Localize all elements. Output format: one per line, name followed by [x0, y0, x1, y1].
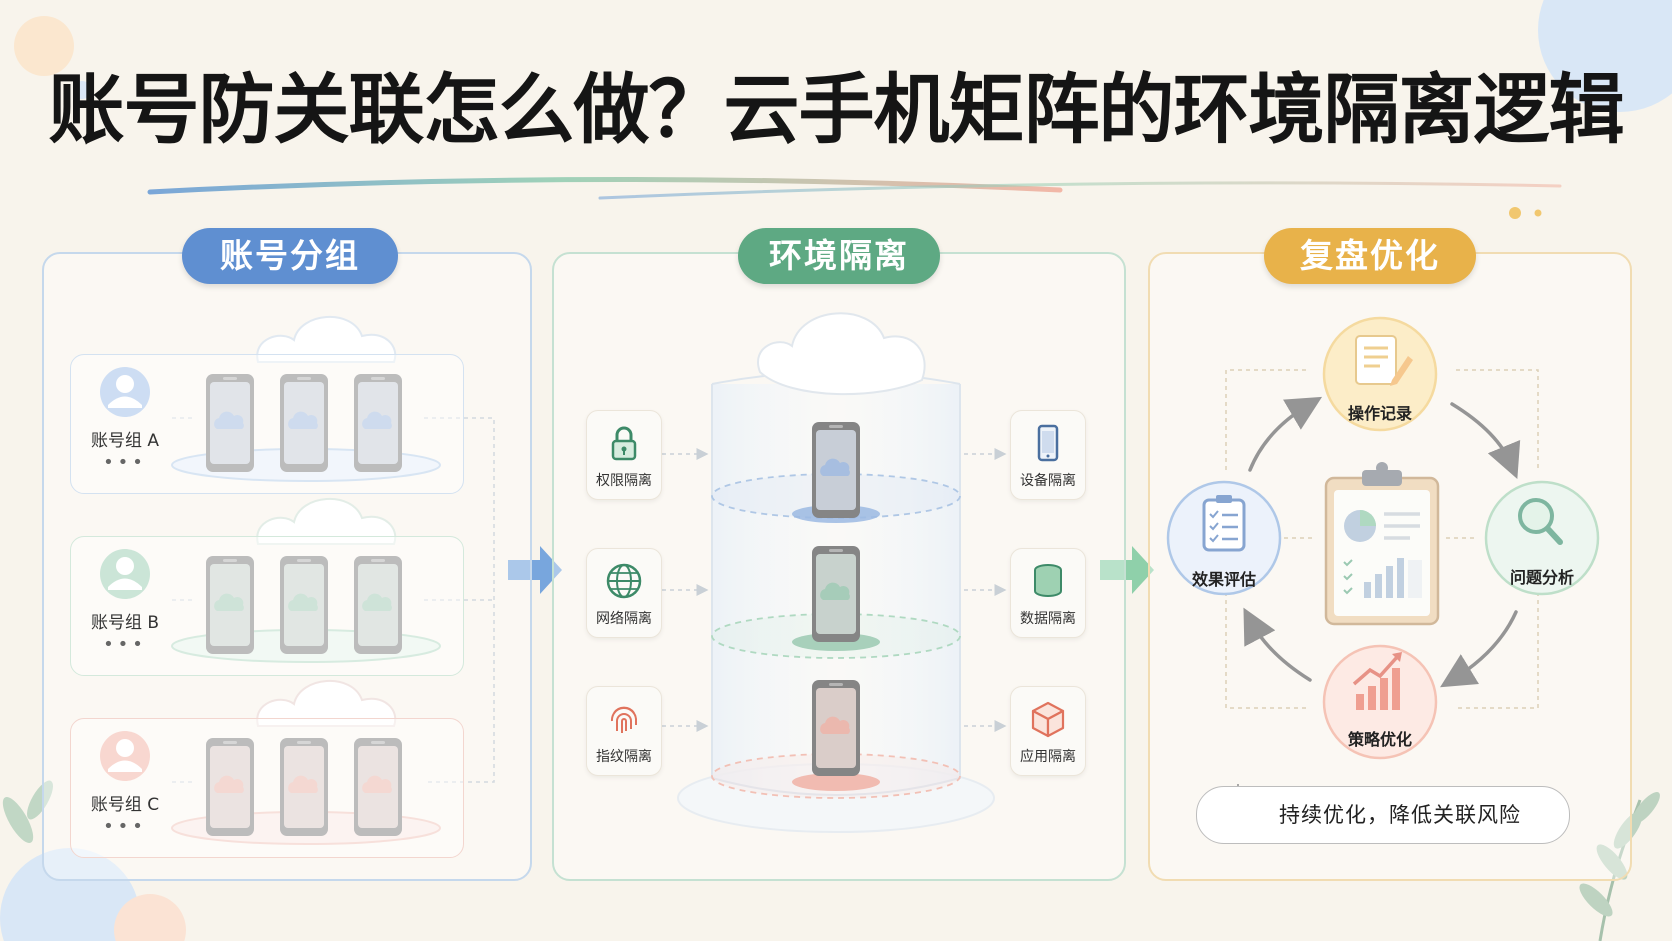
database-icon: [1034, 564, 1062, 597]
account-group-b-more: •••: [103, 634, 147, 655]
tile-permission-isolation: 权限隔离: [586, 410, 662, 500]
tile-label: 权限隔离: [596, 473, 652, 489]
cloud-icon: [214, 775, 244, 793]
tile-label: 数据隔离: [1020, 611, 1076, 627]
globe-icon: [606, 563, 642, 599]
cloud-icon: [820, 458, 850, 476]
isolated-phone-1: [812, 422, 860, 518]
cloud-icon: [362, 411, 392, 429]
cycle-label-analysis: 问题分析: [1509, 568, 1574, 587]
cycle-node-analysis: [1484, 480, 1600, 596]
cycle-dashed-frame: [1225, 369, 1539, 709]
cloud-phone-3-1: [206, 738, 254, 836]
cloud-icon: [214, 411, 244, 429]
decor-blob: [0, 848, 140, 941]
account-group-a-more: •••: [103, 452, 147, 473]
cloud-phone-1-1: [206, 374, 254, 472]
document-pen-icon: [1355, 335, 1413, 386]
isolation-connectors: [662, 448, 1007, 732]
cloud-phone-2-1: [206, 556, 254, 654]
heading-environment-isolation: 环境隔离: [738, 228, 940, 284]
cycle-label-evaluation: 效果评估: [1191, 570, 1256, 589]
decor-dot: [73, 81, 91, 99]
tile-network-isolation: 网络隔离: [586, 548, 662, 638]
lock-icon: [611, 426, 637, 461]
tile-data-isolation: 数据隔离: [1010, 548, 1086, 638]
magnifier-icon: [1518, 498, 1563, 545]
checklist-icon: [1202, 495, 1246, 552]
decor-dot: [1534, 209, 1542, 217]
tile-label: 指纹隔离: [596, 749, 652, 765]
clipboard-report-icon: [1324, 462, 1440, 626]
cloud-icon: [288, 775, 318, 793]
phone-icon: [1037, 424, 1059, 462]
cycle-label-strategy: 策略优化: [1347, 730, 1412, 749]
cloud-icon: [820, 582, 850, 600]
isolation-cylinder: [677, 312, 995, 833]
decor-blob: [114, 894, 186, 941]
flow-arrow-2: [1100, 546, 1154, 594]
cloud-phone-2-2: [280, 556, 328, 654]
cloud-phone-1-3: [354, 374, 402, 472]
cube-icon: [1031, 701, 1065, 738]
panel-review-optimization: [1148, 252, 1632, 881]
tile-label: 应用隔离: [1020, 749, 1076, 765]
cloud-icon: [757, 312, 926, 396]
continuous-optimization-banner: 持续优化，降低关联风险: [1196, 786, 1570, 844]
flow-arrow-1: [508, 546, 562, 594]
cloud-icon: [256, 315, 397, 363]
tile-fingerprint-isolation: 指纹隔离: [586, 686, 662, 776]
isolated-phone-3: [812, 680, 860, 776]
avatar-a: [100, 367, 150, 417]
cloud-icon: [256, 679, 397, 727]
isolated-phone-2: [812, 546, 860, 642]
cloud-phone-3-2: [280, 738, 328, 836]
cloud-icon: [256, 497, 397, 545]
cloud-icon: [288, 593, 318, 611]
page-title: 账号防关联怎么做？云手机矩阵的环境隔离逻辑: [48, 65, 1625, 154]
cloud-phone-3-3: [354, 738, 402, 836]
account-group-c-more: •••: [103, 816, 147, 837]
cloud-phone-2-3: [354, 556, 402, 654]
account-group-c-box: [70, 718, 464, 858]
fingerprint-icon: [610, 706, 637, 733]
avatar-c: [100, 731, 150, 781]
cycle-arrows: [1243, 396, 1521, 688]
cloud-icon: [288, 411, 318, 429]
account-group-a-box: [70, 354, 464, 494]
account-group-c-label: 账号组 C: [90, 795, 160, 815]
tile-device-isolation: 设备隔离: [1010, 410, 1086, 500]
heading-account-grouping: 账号分组: [182, 228, 398, 284]
banner-text: 持续优化，降低关联风险: [1279, 803, 1521, 827]
cloud-icon: [362, 593, 392, 611]
cloud-phone-1-2: [280, 374, 328, 472]
group-connectors: [172, 417, 495, 783]
account-group-b-label: 账号组 B: [90, 613, 160, 633]
title-underline: [147, 176, 1063, 195]
cycle-label-record: 操作记录: [1347, 404, 1412, 423]
decor-blob: [14, 16, 74, 76]
decor-dot: [1509, 207, 1521, 219]
cloud-icon: [820, 716, 850, 734]
account-group-b-box: [70, 536, 464, 676]
leaf-decor-left: [2, 780, 53, 843]
heading-review-optimization: 复盘优化: [1264, 228, 1476, 284]
tile-app-isolation: 应用隔离: [1010, 686, 1086, 776]
avatar-b: [100, 549, 150, 599]
decor-blob: [1538, 0, 1672, 112]
growth-chart-icon: [1352, 652, 1402, 710]
cloud-icon: [362, 775, 392, 793]
tile-label: 网络隔离: [596, 611, 652, 627]
cloud-icon: [214, 593, 244, 611]
tile-label: 设备隔离: [1020, 473, 1076, 489]
account-group-a-label: 账号组 A: [90, 431, 160, 451]
title-underline-2: [598, 181, 1562, 200]
